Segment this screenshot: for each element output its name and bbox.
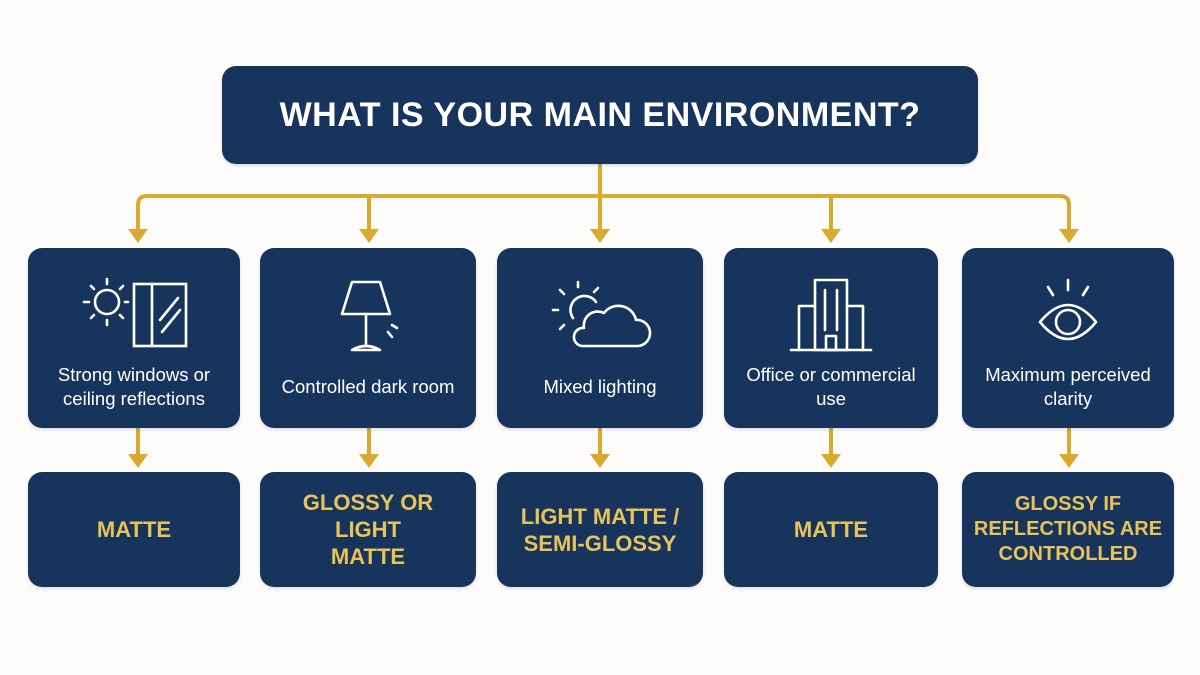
arrowhead [821, 229, 841, 243]
lamp-icon [260, 270, 476, 360]
sun-cloud-icon [497, 270, 703, 360]
office-building-icon [724, 270, 938, 360]
arrowhead [821, 454, 841, 468]
arrowhead [1059, 229, 1079, 243]
question-box: WHAT IS YOUR MAIN ENVIRONMENT? [222, 66, 978, 164]
result-box-2: GLOSSY OR LIGHT MATTE [260, 472, 476, 587]
option-box-dark-room: Controlled dark room [260, 248, 476, 428]
option-box-mixed: Mixed lighting [497, 248, 703, 428]
result-box-3: LIGHT MATTE / SEMI-GLOSSY [497, 472, 703, 587]
option-box-clarity: Maximum perceived clarity [962, 248, 1174, 428]
option-label: Controlled dark room [281, 376, 455, 397]
connector-bus [136, 194, 1071, 232]
arrowhead [590, 229, 610, 243]
sun-window-icon [28, 270, 240, 360]
result-text: LIGHT MATTE / SEMI-GLOSSY [520, 503, 680, 556]
arrowhead [590, 454, 610, 468]
option-box-office: Office or commercial use [724, 248, 938, 428]
result-text: MATTE [793, 517, 869, 542]
result-box-4: MATTE [724, 472, 938, 587]
option-label: Maximum perceived clarity [985, 364, 1151, 409]
arrowhead [1059, 454, 1079, 468]
result-text: GLOSSY IF REFLECTIONS ARE CONTROLLED [973, 493, 1163, 565]
option-label: Strong windows or ceiling reflections [57, 364, 211, 409]
arrowhead [128, 454, 148, 468]
question-title: WHAT IS YOUR MAIN ENVIRONMENT? [279, 95, 921, 134]
option-label: Office or commercial use [746, 364, 916, 409]
option-box-windows: Strong windows or ceiling reflections [28, 248, 240, 428]
eye-icon [962, 270, 1174, 360]
result-text: MATTE [96, 517, 172, 542]
result-box-5: GLOSSY IF REFLECTIONS ARE CONTROLLED [962, 472, 1174, 587]
arrowhead [128, 229, 148, 243]
arrowhead [359, 229, 379, 243]
arrowhead [359, 454, 379, 468]
result-text: GLOSSY OR LIGHT MATTE [302, 490, 434, 569]
option-label: Mixed lighting [543, 376, 657, 397]
result-box-1: MATTE [28, 472, 240, 587]
